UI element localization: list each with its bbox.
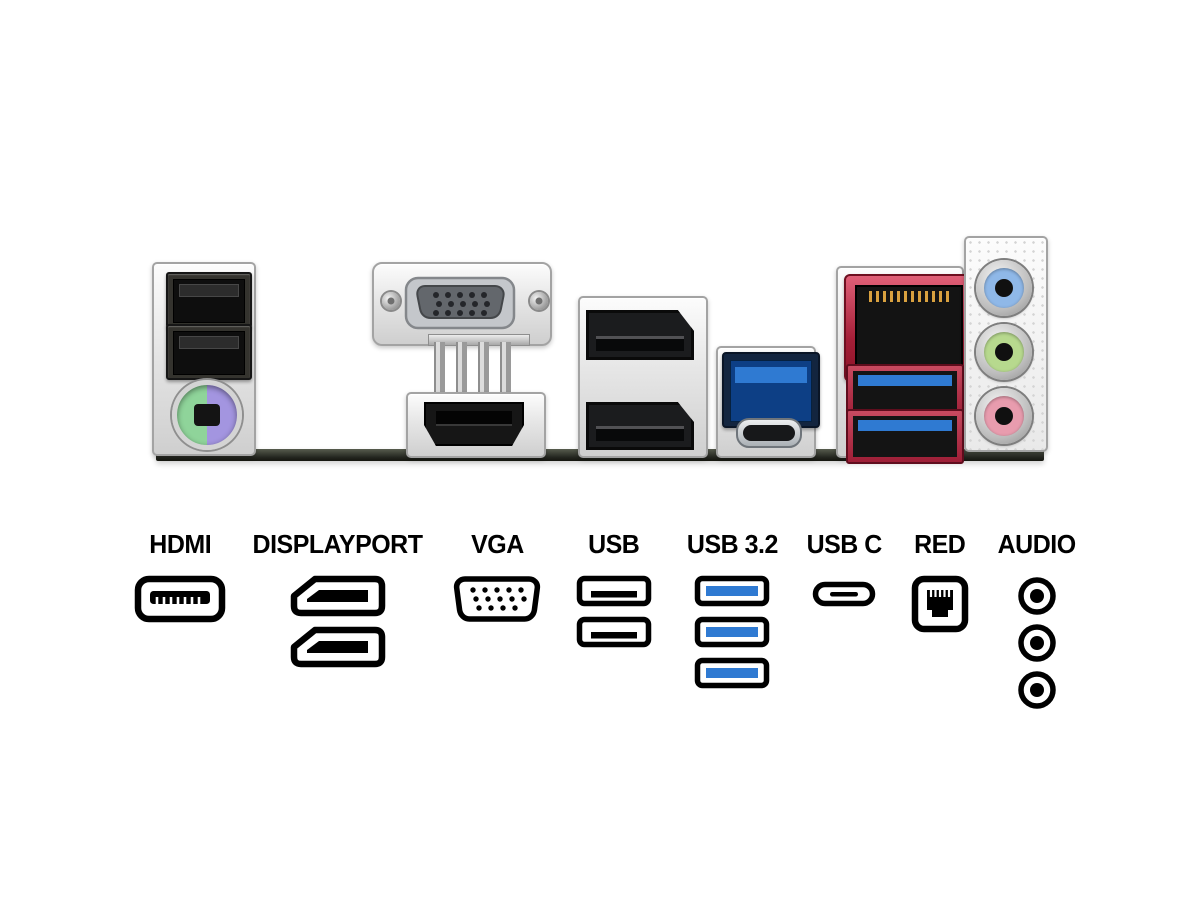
usb3-blue-port — [722, 352, 820, 428]
usb-icon — [576, 575, 652, 606]
usb-red-slot — [853, 371, 957, 412]
usb3-icon — [694, 575, 770, 606]
audio-jack-line-in — [976, 260, 1032, 316]
usb-red-slot — [853, 416, 957, 457]
legend-label-hdmi: HDMI — [149, 529, 211, 559]
legend-item-red: RED — [878, 530, 1002, 633]
legend-item-usb: USB — [554, 530, 674, 648]
legend-label-usb32: USB 3.2 — [686, 529, 778, 559]
ps2-port — [172, 380, 242, 450]
legend-item-audio: AUDIO — [975, 530, 1099, 711]
hdmi-port — [424, 402, 524, 446]
audio-jack-line-out — [976, 324, 1032, 380]
audio-jack-icon — [1018, 623, 1056, 662]
legend-item-hdmi: HDMI — [118, 530, 242, 623]
usb2-slot — [173, 331, 245, 375]
usb3-icon — [694, 657, 770, 688]
legend-item-usbc: USB C — [782, 530, 906, 607]
legend-label-usbc: USB C — [806, 529, 882, 559]
usbc-port — [736, 418, 802, 448]
legend-label-vga: VGA — [470, 529, 524, 559]
usb3-icon — [694, 616, 770, 647]
usbc-icon — [812, 581, 876, 606]
vga-connector — [404, 276, 516, 330]
displayport-icon — [290, 626, 386, 667]
audio-jack-mic — [976, 388, 1032, 444]
usb3-slot — [730, 360, 812, 422]
audio-jack-icon — [1018, 576, 1056, 615]
vga-icon — [453, 575, 541, 622]
displayport-icon — [290, 575, 386, 616]
usb2-port-bottom — [166, 324, 252, 380]
legend-item-usb32: USB 3.2 — [672, 530, 792, 689]
legend-item-displayport: DISPLAYPORT — [253, 529, 423, 668]
displayport-port-bottom — [586, 402, 694, 450]
legend-label-usb: USB — [588, 529, 640, 559]
usb2-port-top — [166, 272, 252, 328]
usb32-red-port-bottom — [846, 409, 964, 464]
legend-label-displayport: DISPLAYPORT — [253, 529, 423, 559]
legend-label-audio: AUDIO — [997, 529, 1077, 559]
vga-screw-left — [382, 292, 400, 310]
usb-icon — [576, 616, 652, 647]
legend-item-vga: VGA — [437, 530, 557, 623]
hdmi-icon — [134, 575, 226, 622]
displayport-port-top — [586, 310, 694, 360]
legend-label-red: RED — [914, 529, 966, 559]
jack-ring — [984, 268, 1024, 308]
vga-screw-right — [530, 292, 548, 310]
jack-ring — [984, 396, 1024, 436]
ethernet-icon — [911, 575, 969, 632]
lan-slot — [855, 285, 963, 375]
audio-jack-icon — [1018, 670, 1056, 709]
jack-ring — [984, 332, 1024, 372]
usb2-slot — [173, 279, 245, 323]
